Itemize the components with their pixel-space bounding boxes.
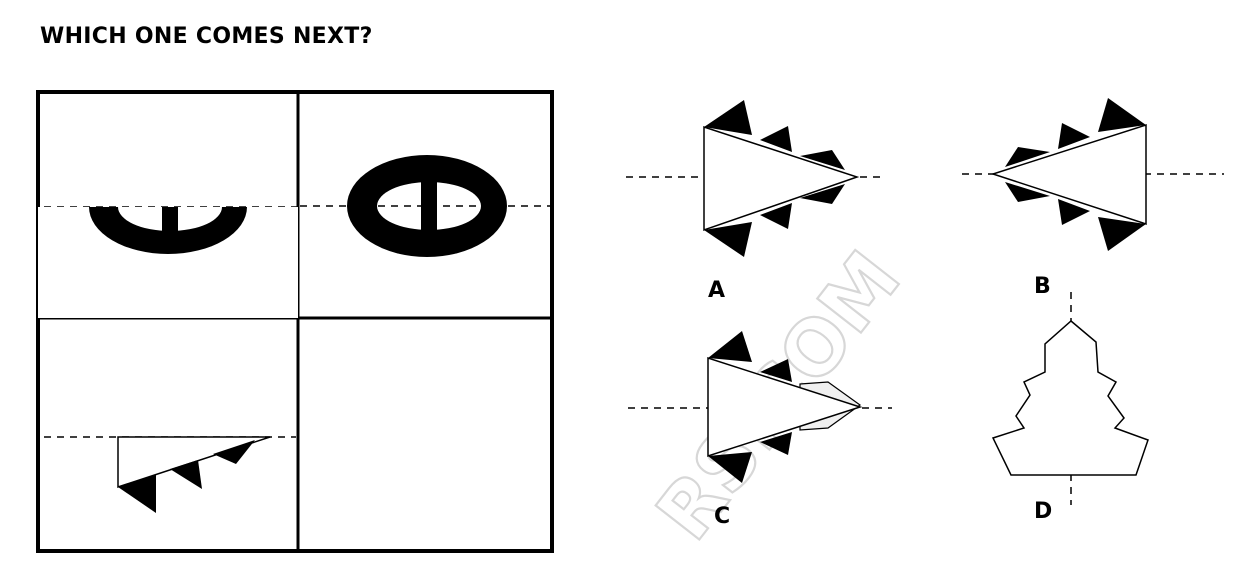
question-title: WHICH ONE COMES NEXT? (40, 24, 373, 49)
half-ring-shape (89, 207, 247, 254)
option-c-label: C (714, 504, 730, 529)
half-spike-shape (117, 436, 271, 513)
option-d[interactable]: D (991, 292, 1149, 524)
option-b-label: B (1034, 274, 1051, 299)
option-a[interactable]: A (626, 100, 886, 303)
option-d-label: D (1034, 499, 1052, 524)
grid-cell-bottom-left (44, 436, 296, 513)
option-a-label: A (708, 278, 725, 303)
option-b[interactable]: B (962, 98, 1224, 299)
grid-cell-top-right (300, 155, 552, 257)
option-c[interactable]: C (628, 331, 892, 529)
full-ring-shape (347, 155, 507, 257)
grid-cell-answer-slot (300, 320, 550, 549)
grid-cell-top-left (38, 206, 298, 318)
